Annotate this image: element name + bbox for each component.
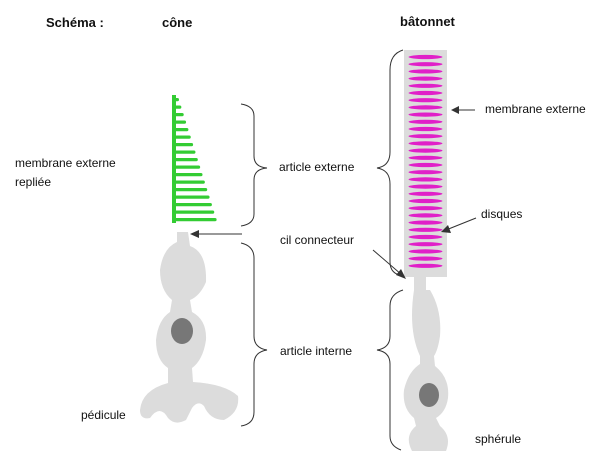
rod-disk [409, 149, 443, 153]
label-disques: disques [481, 207, 522, 222]
rod-disk [409, 221, 443, 225]
cone-disk [173, 106, 181, 109]
cone-disk [173, 196, 210, 199]
label-membrane-externe-repliee-line2: repliée [15, 175, 51, 190]
rod-disk [409, 55, 443, 59]
cone-disk [173, 203, 212, 206]
cone-disk [173, 143, 193, 146]
brace-article-externe-rod [377, 50, 403, 276]
rod-disk [409, 192, 443, 196]
cone-nucleus [171, 318, 193, 344]
rod-disk [409, 163, 443, 167]
rod-disk [409, 127, 443, 131]
rod-disk [409, 141, 443, 145]
arrow-cil-connecteur-rod [373, 250, 402, 275]
cone-disk [173, 128, 188, 131]
rod-disk [409, 77, 443, 81]
label-membrane-externe-repliee-line1: membrane externe [15, 156, 116, 171]
rod-disk [409, 156, 443, 160]
cone-title: cône [162, 15, 192, 30]
cone-disks [172, 95, 217, 223]
cone-disk [173, 151, 195, 154]
rod-disk [409, 213, 443, 217]
cone-disk [173, 98, 179, 101]
rod-disk [409, 69, 443, 73]
label-pedicule: pédicule [81, 408, 126, 423]
rod-disk [409, 62, 443, 66]
rod-disk [409, 257, 443, 261]
brace-article-interne-rod [377, 290, 403, 450]
rod-disk [409, 264, 443, 268]
rod-disk [409, 170, 443, 174]
rod-disk [409, 84, 443, 88]
cone-disk [173, 211, 214, 214]
cone-disk [173, 113, 184, 116]
rod-title: bâtonnet [400, 14, 455, 29]
cone-disk [173, 173, 203, 176]
rod-nucleus [419, 383, 439, 407]
label-article-interne: article interne [280, 344, 352, 359]
rod-disk [409, 199, 443, 203]
brace-article-interne-cone [241, 243, 267, 426]
rod-disk [409, 228, 443, 232]
cone-disk [173, 158, 198, 161]
cone-disk [173, 218, 217, 221]
rod-disk [409, 206, 443, 210]
cone-disk [173, 166, 200, 169]
cone-disk [173, 136, 191, 139]
rod-disk [409, 249, 443, 253]
rod-disk [409, 98, 443, 102]
rod-connecting-cilium [414, 277, 426, 291]
brace-article-externe-cone [241, 104, 267, 226]
schema-label: Schéma : [46, 15, 104, 30]
rod-disk [409, 177, 443, 181]
rod-disk [409, 105, 443, 109]
rod-disk [409, 235, 443, 239]
label-article-externe: article externe [279, 160, 354, 175]
cone-disk [173, 181, 205, 184]
arrowhead-membrane-externe [451, 106, 459, 114]
rod-disk [409, 185, 443, 189]
cone-cell [140, 95, 238, 423]
rod-disk [409, 120, 443, 124]
label-cil-connecteur: cil connecteur [280, 233, 354, 248]
arrow-disques [446, 218, 476, 230]
label-spherule: sphérule [475, 432, 521, 447]
rod-disk [409, 134, 443, 138]
rod-disk [409, 113, 443, 117]
label-membrane-externe: membrane externe [485, 102, 586, 117]
rod-cell [404, 50, 449, 451]
cone-disk [173, 121, 186, 124]
rod-disk [409, 91, 443, 95]
rod-disk [409, 242, 443, 246]
cone-disk [173, 188, 207, 191]
arrowhead-cil-connecteur-cone [190, 230, 199, 238]
rod-inner-segment [404, 290, 449, 451]
